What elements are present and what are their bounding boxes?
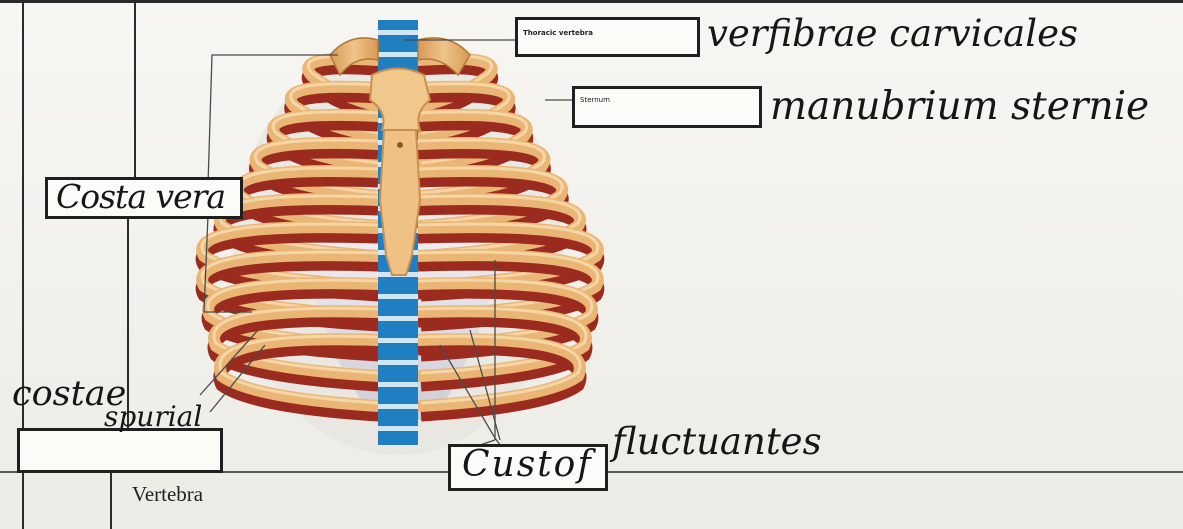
costa-vera-handwritten-answer: Costa vera — [56, 177, 225, 216]
thoracic-vertebra-answer-box[interactable] — [515, 17, 700, 57]
sternum-printed-label: Sternum — [580, 96, 610, 104]
intervertebral-disc — [378, 426, 418, 431]
fluctuantes-boxed-handwritten: Custof — [462, 444, 593, 485]
intervertebral-disc — [378, 404, 418, 409]
manubrium-handwritten-answer: manubrium sternie — [770, 84, 1149, 129]
intervertebral-disc — [378, 294, 418, 299]
fluctuantes-handwritten-answer: fluctuantes — [612, 420, 822, 463]
intervertebral-disc — [378, 52, 418, 57]
intervertebral-disc — [378, 360, 418, 365]
thoracic-vertebra-printed-label: Thoracic vertebra — [523, 29, 593, 37]
intervertebral-disc — [378, 30, 418, 35]
sternum-answer-box[interactable] — [572, 86, 762, 128]
vertebra-printed-label: Vertebra — [132, 482, 203, 507]
intervertebral-disc — [378, 338, 418, 343]
spuriae-handwritten-line2: spurial — [104, 400, 202, 433]
vertebrae-handwritten-answer: verfibrae carvicales — [707, 12, 1078, 55]
intervertebral-disc — [378, 316, 418, 321]
costae-spuriae-answer-box[interactable] — [17, 428, 223, 473]
intervertebral-disc — [378, 382, 418, 387]
